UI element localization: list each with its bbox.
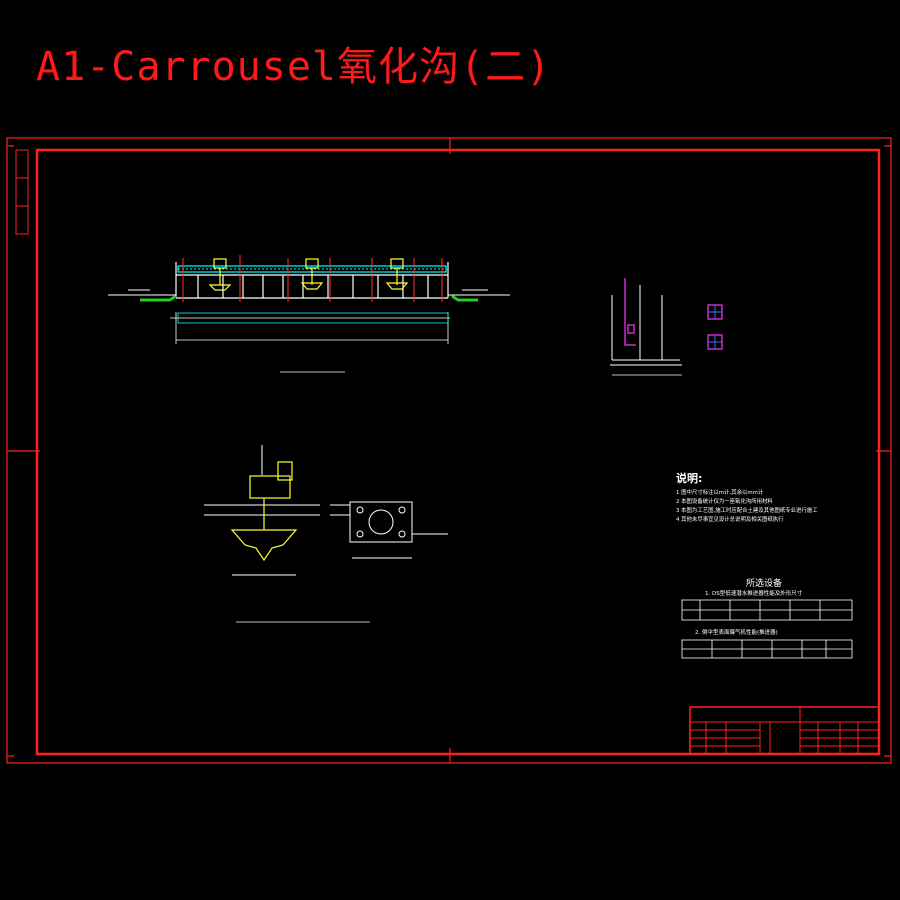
equipment-heading: 所选设备 — [746, 577, 782, 589]
note-item: 3 本图为工艺图,施工时应配合土建及其他图纸专业进行施工 — [676, 506, 818, 514]
equipment-table1-caption: 1. DS型低速潜水推进器性能及外形尺寸 — [705, 589, 803, 597]
section-elevation — [108, 255, 510, 373]
notes-block: 说明: 1 图中尺寸标注以m计,其余以mm计 2 本图设备统计仅为一座氧化沟所用… — [676, 471, 818, 523]
title-block — [689, 706, 880, 755]
equipment-table2-caption: 2. 倒伞型表面曝气机性能(推进器) — [695, 628, 778, 636]
note-item: 4 其他未尽事宜见设计总说明及相关图纸执行 — [676, 515, 784, 523]
sheet-frame — [6, 137, 892, 764]
notes-heading: 说明: — [676, 471, 702, 485]
base-plate-plan — [330, 501, 448, 559]
note-item: 2 本图设备统计仅为一座氧化沟所用材料 — [676, 497, 773, 505]
note-item: 1 图中尺寸标注以m计,其余以mm计 — [676, 488, 764, 496]
detail-pipe-section — [610, 278, 723, 376]
drawing-title: A1-Carrousel氧化沟(二) — [36, 44, 552, 90]
aerator-detail — [204, 445, 370, 623]
equipment-tables: 所选设备 1. DS型低速潜水推进器性能及外形尺寸 2. 倒伞型表面曝气机性能(… — [681, 577, 853, 659]
